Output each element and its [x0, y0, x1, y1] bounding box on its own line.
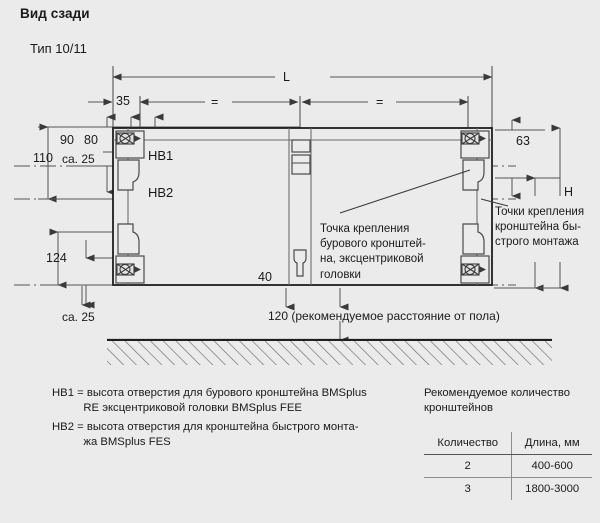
legend-line-hb2-2: жа BMSplus FES: [52, 436, 171, 448]
dimension-group-bottom: [81, 286, 349, 344]
dimension-label-80: 80: [84, 133, 98, 147]
table-header-quantity: Количество: [424, 432, 512, 455]
callout-right-mounting-points: Точки крепления кронштейна бы- строго мо…: [495, 206, 585, 249]
eccentric-head-icon-bottom-left: [116, 263, 141, 276]
legend-line-hb1-1: HB1 = высота отверстия для бурового крон…: [52, 387, 367, 399]
table-header-length: Длина, мм: [511, 432, 592, 455]
bracket-column-left: [115, 130, 145, 284]
label-hb1: HB1: [148, 148, 174, 163]
table-row: 2 400-600: [424, 454, 592, 478]
table-cell-quantity: 3: [464, 483, 471, 495]
bracket-quantity-table: Количество Длина, мм 2 400-600 3 1800-30…: [424, 432, 592, 500]
label-hb2: HB2: [148, 185, 174, 200]
dimension-label-L: L: [283, 70, 290, 84]
dimension-label-floor-distance: 120 (рекомендуемое расстояние от пола): [268, 309, 500, 323]
table-header-row: Количество Длина, мм: [424, 432, 592, 455]
floor-ground: [107, 338, 552, 365]
dimension-label-H: H: [564, 185, 574, 199]
dimension-label-equal-right: =: [376, 95, 384, 109]
legend-line-hb1-2: RE эксцентриковой головки BMSplus FEE: [52, 402, 302, 414]
legend-line-hb2-1: HB2 = высота отверстия для кронштейна бы…: [52, 421, 359, 433]
dimension-L: [112, 66, 493, 130]
callout-center-mounting-point: Точка крепления бурового кронштей- на, э…: [320, 223, 426, 281]
dimension-label-equal-left: =: [211, 95, 219, 109]
table-title: Рекомендуемое количество кронштейнов: [424, 387, 570, 415]
eccentric-head-icon-top-left: [116, 132, 141, 145]
table-cell-length: 1800-3000: [511, 477, 592, 500]
dimension-label-35: 35: [116, 94, 130, 108]
dimension-label-ca25-bottom: ca. 25: [62, 310, 95, 324]
table-row: 3 1800-3000: [424, 477, 592, 500]
page-subtitle: Тип 10/11: [30, 41, 87, 56]
dimension-label-63: 63: [516, 134, 530, 148]
dimension-label-90: 90: [60, 133, 74, 147]
eccentric-head-icon-bottom-right: [461, 263, 486, 276]
bracket-column-center: [288, 128, 312, 285]
dimension-label-40: 40: [258, 270, 272, 284]
dimension-label-ca25-top: ca. 25: [62, 152, 95, 166]
eccentric-head-icon-top-right: [461, 132, 486, 145]
dimension-label-124: 124: [46, 251, 67, 265]
page-title: Вид сзади: [20, 6, 90, 21]
dimension-group-right: [494, 116, 569, 292]
table-cell-quantity: 2: [424, 454, 512, 478]
leader-lines: [339, 169, 509, 214]
bracket-column-right: [460, 130, 490, 284]
dimension-label-110: 110: [33, 151, 53, 165]
table-cell-length: 400-600: [511, 454, 592, 478]
